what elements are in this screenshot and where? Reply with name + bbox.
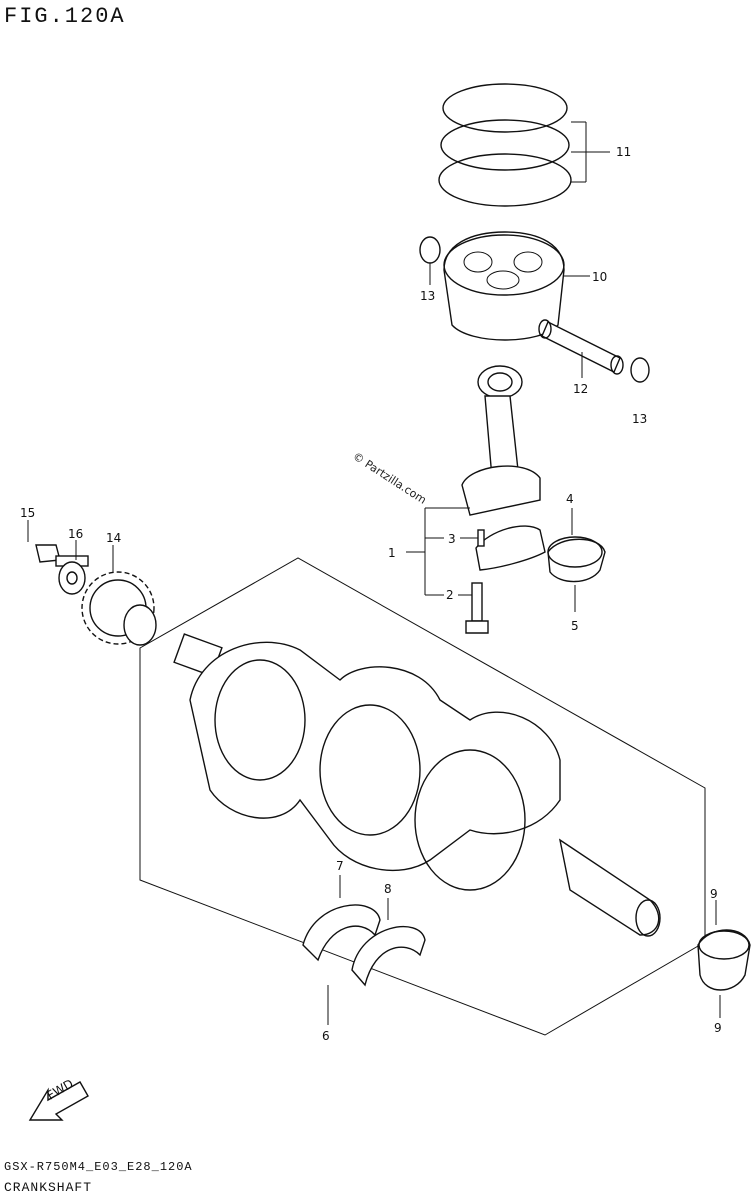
- piston-rings[interactable]: [438, 83, 610, 207]
- callout-3: 3: [448, 532, 456, 546]
- crankshaft[interactable]: [173, 633, 661, 937]
- callout-7: 7: [336, 859, 344, 873]
- callout-13-left: 13: [420, 289, 435, 303]
- diagram-code: GSX-R750M4_E03_E28_120A: [4, 1160, 193, 1174]
- callout-13-right: 13: [632, 412, 647, 426]
- callout-2: 2: [446, 588, 454, 602]
- callout-5: 5: [571, 619, 579, 633]
- figure-title: FIG.120A: [4, 4, 126, 29]
- callout-15: 15: [20, 506, 35, 520]
- connecting-rod-bolt[interactable]: [458, 582, 489, 634]
- gear-washer[interactable]: [58, 540, 86, 595]
- callout-bracket-1: [406, 507, 470, 596]
- piston-pin-circlip-left[interactable]: [419, 236, 441, 285]
- callout-4: 4: [566, 492, 574, 506]
- connecting-rod-bearing[interactable]: [547, 508, 606, 612]
- watermark: © Partzilla.com: [350, 450, 428, 507]
- thrust-bearing-right[interactable]: [351, 898, 426, 987]
- dowel-pin[interactable]: [460, 529, 485, 547]
- thrust-bearing-left[interactable]: [302, 875, 381, 962]
- diagram-caption: CRANKSHAFT: [4, 1180, 93, 1195]
- callout-11: 11: [616, 145, 631, 159]
- piston-pin[interactable]: [538, 319, 624, 378]
- callout-8: 8: [384, 882, 392, 896]
- piston[interactable]: [443, 231, 590, 341]
- callout-12: 12: [573, 382, 588, 396]
- forward-arrow-icon: FWD: [28, 1076, 89, 1121]
- gear-bolt[interactable]: [27, 520, 89, 567]
- callout-10: 10: [592, 270, 607, 284]
- callout-16: 16: [68, 527, 83, 541]
- callout-1: 1: [388, 546, 396, 560]
- connecting-rod-cap[interactable]: [475, 525, 546, 571]
- connecting-rod[interactable]: [461, 365, 541, 516]
- primary-drive-gear[interactable]: [81, 545, 157, 646]
- piston-pin-circlip-right[interactable]: [630, 357, 650, 383]
- callout-9-top: 9: [710, 887, 718, 901]
- crankshaft-main-bearing[interactable]: [697, 900, 751, 1018]
- callout-6: 6: [322, 1029, 330, 1043]
- callout-14: 14: [106, 531, 121, 545]
- callout-9-bottom: 9: [714, 1021, 722, 1035]
